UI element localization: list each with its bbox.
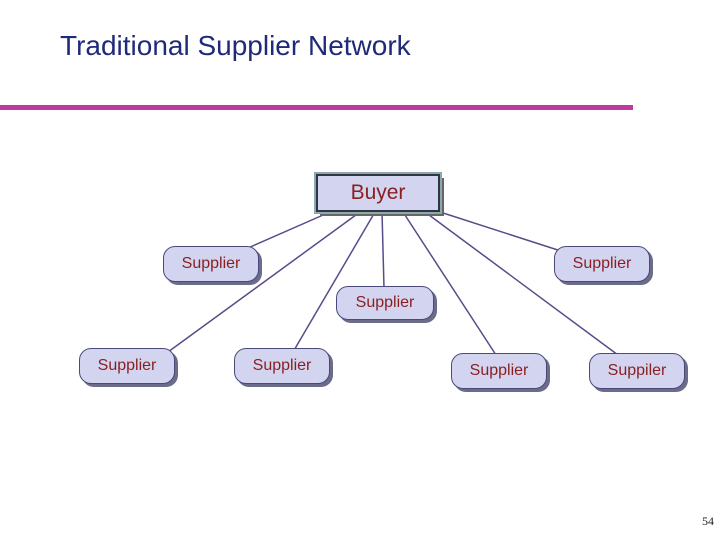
slide-title: Traditional Supplier Network xyxy=(60,30,411,61)
page-number: 54 xyxy=(702,514,714,528)
connector-line xyxy=(292,211,376,353)
connector-line xyxy=(439,211,565,253)
connector-line xyxy=(381,211,385,289)
supplier-node: Supplier xyxy=(234,348,330,384)
supplier-node: Supplier xyxy=(163,246,259,282)
buyer-node: Buyer xyxy=(314,172,442,214)
supplier-node: Suppiler xyxy=(589,353,685,389)
connector-line xyxy=(424,211,619,356)
supplier-node: Supplier xyxy=(451,353,547,389)
title-underline xyxy=(0,105,633,110)
connector-line xyxy=(167,211,361,353)
supplier-node: Supplier xyxy=(79,348,175,384)
supplier-node: Supplier xyxy=(336,286,434,320)
connector-line xyxy=(247,211,331,249)
supplier-node: Supplier xyxy=(554,246,650,282)
connector-line xyxy=(402,211,497,356)
